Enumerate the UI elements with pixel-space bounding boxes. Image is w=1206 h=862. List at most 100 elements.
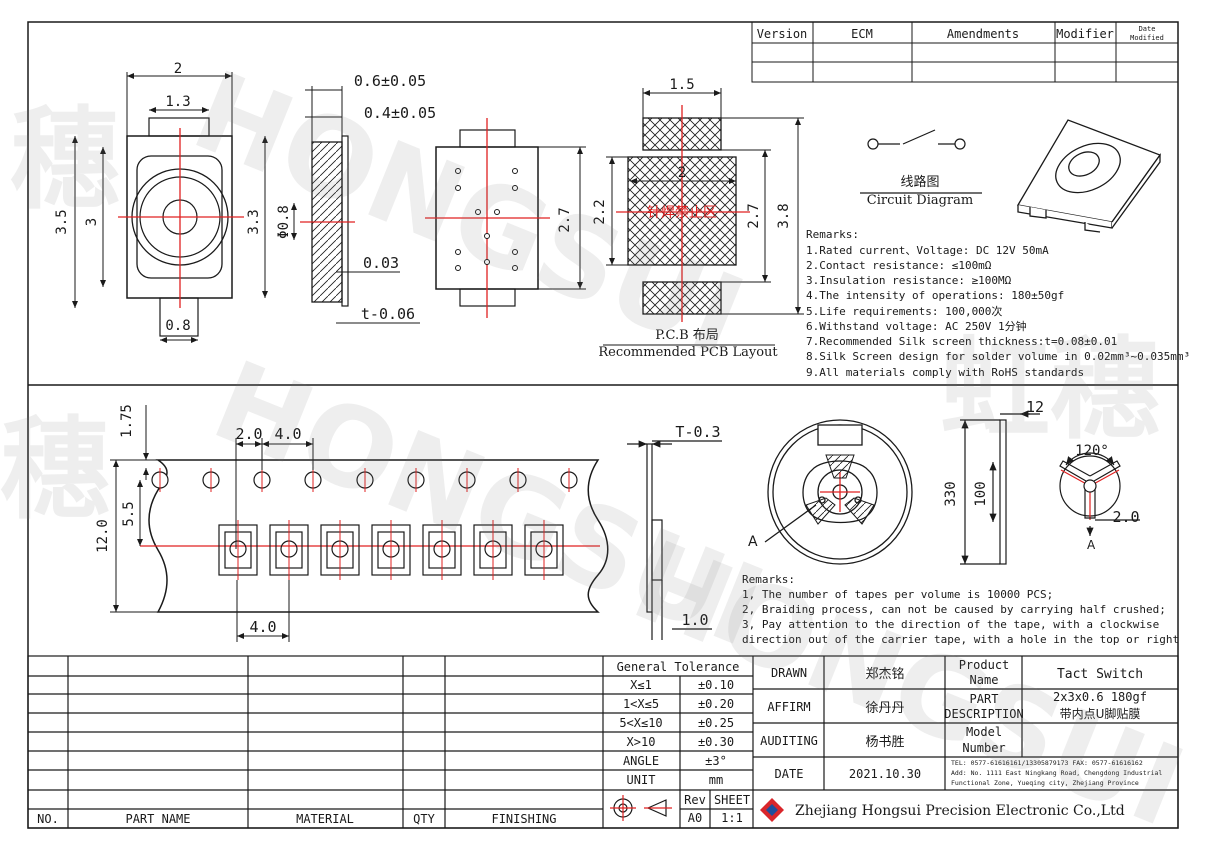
- dim-side-gap: 0.03: [363, 254, 399, 272]
- remarks-1-item: 2.Contact resistance: ≤100mΩ: [806, 259, 992, 272]
- tolerance-value: ±0.20: [698, 697, 734, 711]
- title-block-grid: [27, 655, 1179, 829]
- dim-side-thickness: 0.6±0.05: [354, 72, 426, 90]
- tolerance-value: ±3°: [705, 754, 727, 768]
- part-label-2: DESCRIPTION: [944, 707, 1023, 721]
- dim-top-width: 2: [174, 61, 182, 77]
- dim-top-body-width: 3.3: [246, 209, 262, 234]
- dim-top-inner-width: 1.3: [165, 94, 190, 110]
- remarks-1-item: 4.The intensity of operations: 180±50gf: [806, 289, 1064, 302]
- tolerance-value: ±0.25: [698, 716, 734, 730]
- dim-reel-12: 12: [1026, 398, 1044, 416]
- dim-pcb-width: 1.5: [669, 77, 694, 93]
- remarks-1-item: 8.Silk Screen design for solder volume i…: [806, 350, 1190, 363]
- affirm-label: AFFIRM: [767, 700, 810, 714]
- reel-front-view: [764, 419, 913, 565]
- dim-reel-100: 100: [973, 481, 989, 506]
- dim-pcb-h3: 3.8: [776, 203, 792, 228]
- dim-top-pin: 0.8: [165, 318, 190, 334]
- dim-top-inner-height: 3: [84, 218, 100, 226]
- product-label-2: Name: [970, 673, 999, 687]
- product-label-1: Product: [959, 658, 1010, 672]
- tolerance-range: UNIT: [627, 773, 656, 787]
- side-view: [291, 86, 420, 324]
- circuit-diagram: [860, 129, 982, 194]
- switch-3d-sketch: [1016, 119, 1162, 233]
- date-value: 2021.10.30: [849, 767, 921, 781]
- bottom-view: [425, 118, 586, 318]
- parts-material-header: MATERIAL: [296, 812, 354, 826]
- auditing-label: AUDITING: [760, 734, 818, 748]
- revision-table: Version ECM Amendments Modifier Date Mod…: [751, 21, 1179, 83]
- address-line-3: Functional Zone, Yueqing city, Zhejiang …: [951, 779, 1139, 787]
- remarks-1-item: 3.Insulation resistance: ≥100MΩ: [806, 274, 1012, 287]
- pcb-keepout-label: 针焊禁止区: [647, 205, 717, 221]
- address-line-1: TEL: 0577-61616161/13305879173 FAX: 0577…: [951, 759, 1143, 767]
- tape-pocket-centerlines: [237, 520, 545, 580]
- parts-name-header: PART NAME: [125, 812, 190, 826]
- circuit-title-en: Circuit Diagram: [867, 193, 973, 208]
- remarks-2-item: 1, The number of tapes per volume is 100…: [742, 588, 1053, 601]
- rev-date-header-1: Date: [1139, 25, 1156, 33]
- rev-version-header: Version: [757, 27, 808, 41]
- dim-side-dia: Φ0.8: [276, 205, 292, 239]
- model-label-1: Model: [966, 725, 1002, 739]
- tolerance-range: 1<X≤5: [623, 697, 659, 711]
- dim-bottom-height: 2.7: [557, 207, 573, 232]
- dim-reel-angle: 120°: [1075, 443, 1109, 459]
- dim-tape-55: 5.5: [121, 501, 137, 526]
- tolerance-title: General Tolerance: [617, 660, 740, 674]
- pcb-layout: [603, 88, 804, 346]
- reel-label-a2: A: [1087, 538, 1096, 552]
- parts-table-headers: NO. PART NAME MATERIAL QTY FINISHING: [37, 812, 556, 826]
- rev-label: Rev: [684, 793, 706, 807]
- part-value-1: 2x3x0.6 180gf: [1053, 690, 1147, 704]
- sheet-label: SHEET: [714, 793, 750, 807]
- dim-tape-t: T-0.3: [675, 423, 720, 441]
- pcb-title-en: Recommended PCB Layout: [598, 345, 778, 360]
- reel-side-view: [960, 410, 1040, 565]
- drawn-name: 郑杰铭: [865, 667, 904, 682]
- rev-ecm-header: ECM: [851, 27, 873, 41]
- reel-label-a: A: [748, 534, 758, 550]
- parts-no-header: NO.: [37, 812, 59, 826]
- company-logo: [760, 798, 784, 822]
- remarks-1-item: 5.Life requirements: 100,000次: [806, 304, 1002, 318]
- reel-hub-detail: [1059, 452, 1140, 536]
- bottom-view-dots: [455, 168, 518, 271]
- remarks-2: Remarks: 1, The number of tapes per volu…: [742, 573, 1179, 646]
- part-value-2: 带内点U脚贴膜: [1060, 706, 1141, 721]
- circuit-title-cn: 线路图: [900, 174, 939, 190]
- tolerance-range: ANGLE: [623, 754, 659, 768]
- product-value: Tact Switch: [1057, 667, 1143, 682]
- dim-reel-330: 330: [943, 481, 959, 506]
- model-label-2: Number: [962, 741, 1005, 755]
- reel-spokes: [805, 454, 875, 525]
- company-name: Zhejiang Hongsui Precision Electronic Co…: [795, 803, 1125, 819]
- remarks-1-item: 1.Rated current、Voltage: DC 12V 50mA: [806, 244, 1049, 257]
- remarks-2-item: direction out of the carrier tape, with …: [742, 633, 1179, 646]
- tape-hole-centerlines: [159, 468, 570, 492]
- remarks-1-item: 9.All materials comply with RoHS standar…: [806, 366, 1084, 379]
- tolerance-range: X>10: [627, 735, 656, 749]
- part-label-1: PART: [970, 692, 999, 706]
- rev-amendments-header: Amendments: [947, 27, 1019, 41]
- auditing-name: 杨书胜: [865, 735, 904, 750]
- dim-reel-20: 2.0: [1112, 508, 1139, 526]
- remarks-1-item: 6.Withstand voltage: AC 250V 1分钟: [806, 319, 1027, 333]
- dim-side-t: t-0.06: [361, 305, 415, 323]
- dim-tape-10: 1.0: [681, 611, 708, 629]
- dim-side-actuator: 0.4±0.05: [364, 104, 436, 122]
- date-label: DATE: [775, 767, 804, 781]
- address-line-2: Add: No. 1111 East Ningkang Road, Chengd…: [951, 769, 1162, 777]
- drawn-label: DRAWN: [771, 666, 807, 680]
- title-block-text: DRAWN 郑杰铭 AFFIRM 徐丹丹 AUDITING 杨书胜 DATE 2…: [684, 658, 1162, 825]
- tolerance-range: 5<X≤10: [619, 716, 662, 730]
- tolerance-range: X≤1: [630, 678, 652, 692]
- tolerance-value: mm: [709, 773, 723, 787]
- remarks-1: Remarks: 1.Rated current、Voltage: DC 12V…: [806, 228, 1190, 379]
- parts-qty-header: QTY: [413, 812, 435, 826]
- affirm-name: 徐丹丹: [865, 701, 904, 716]
- dim-pcb-h1: 2.2: [592, 199, 608, 224]
